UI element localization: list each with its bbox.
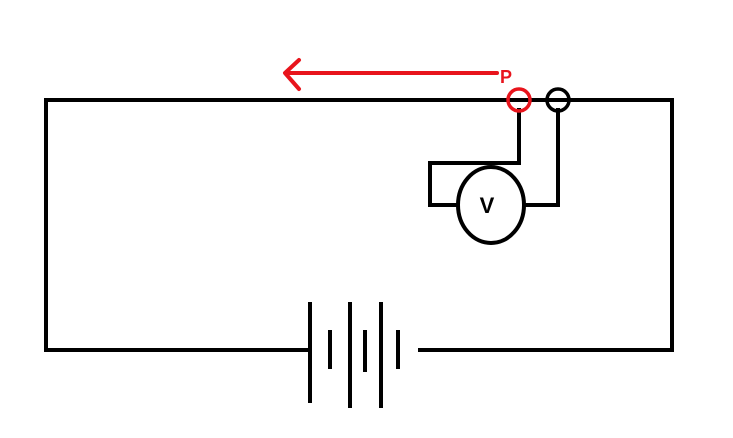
right-wire — [418, 98, 674, 352]
right-probe-wire — [523, 108, 560, 207]
left-probe-wire — [428, 108, 521, 207]
arrow-left-icon — [283, 58, 499, 91]
voltmeter-icon: V — [456, 165, 526, 245]
contact-label-p: P — [500, 67, 512, 87]
voltmeter-label: V — [480, 193, 495, 218]
fixed-terminal — [545, 87, 571, 113]
battery-icon — [308, 302, 400, 408]
sliding-contact-p — [506, 87, 532, 113]
left-wire — [44, 98, 310, 352]
arrow-head — [283, 58, 301, 91]
voltmeter-wires — [428, 108, 560, 207]
main-circuit-wires — [44, 98, 674, 352]
voltmeter-body — [456, 165, 526, 245]
